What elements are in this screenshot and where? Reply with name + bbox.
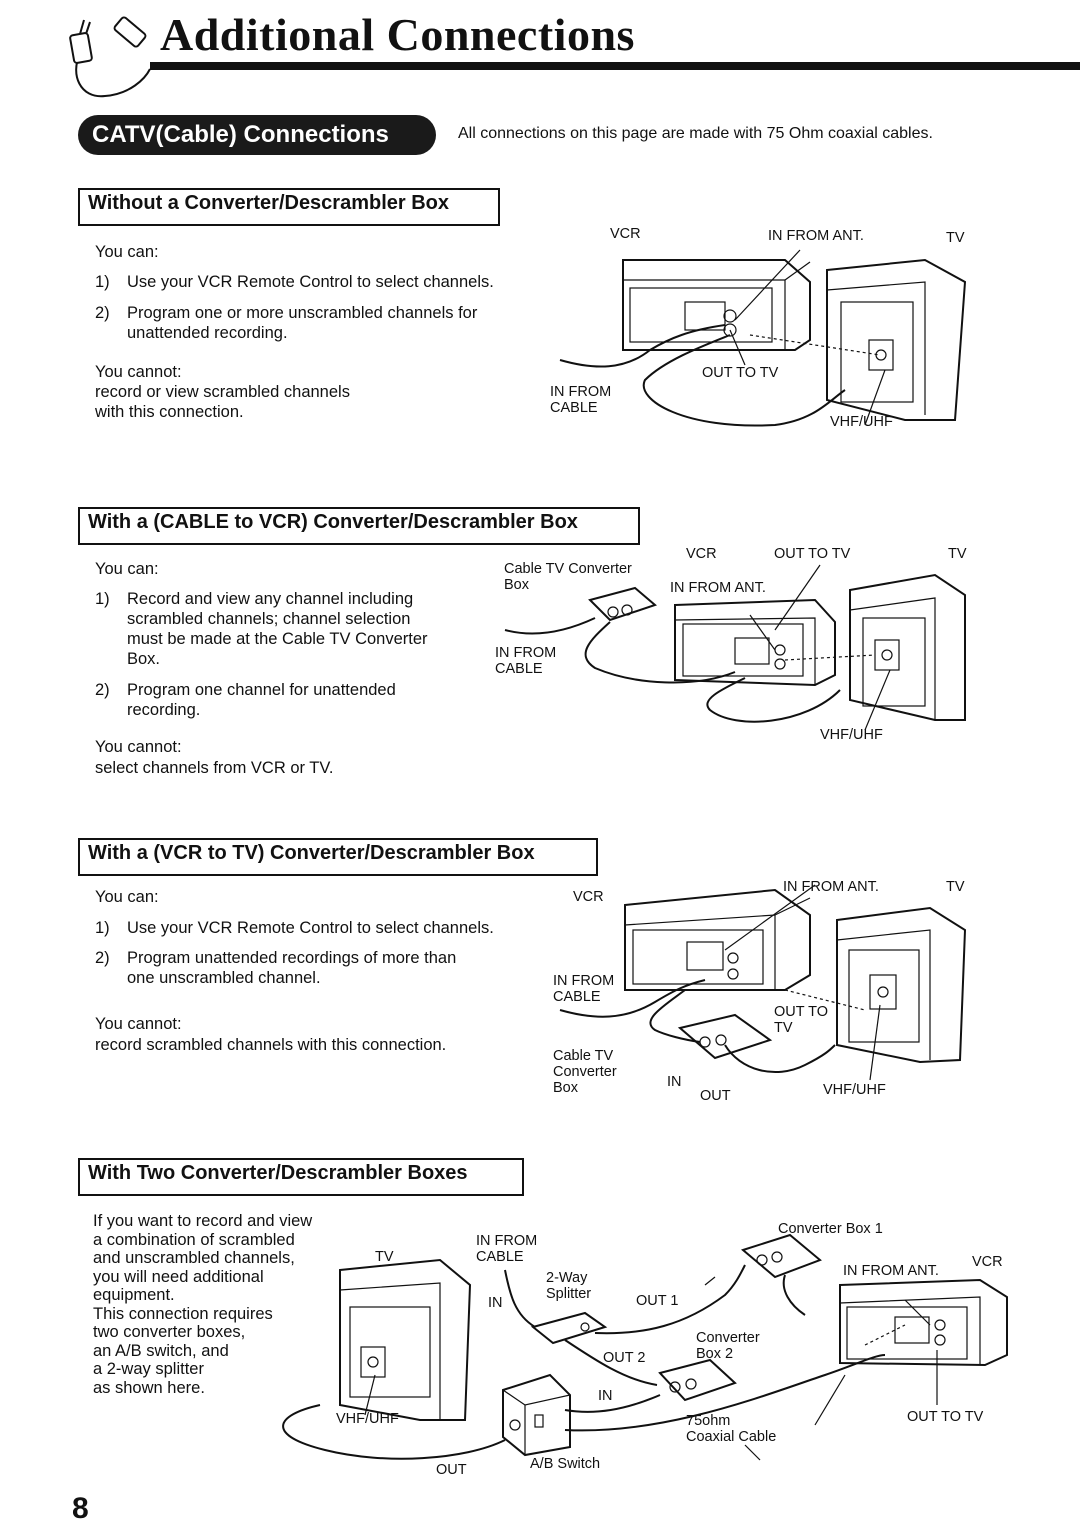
sec1-diagram <box>559 249 967 427</box>
sec2-label-vcr: VCR <box>686 546 717 562</box>
sec4-label-out-1: OUT 1 <box>636 1293 679 1309</box>
sec3-label-vcr: VCR <box>573 889 604 905</box>
sec3-label-out-to-tv: OUT TO TV <box>774 1004 828 1036</box>
sec2-label-cable-tv-converter-box: Cable TV Converter Box <box>504 561 632 593</box>
item-text: Program one channel for unattended recor… <box>127 681 396 719</box>
sec3-you-can: You can: <box>95 888 159 906</box>
sec1-item-2: 2) Program one or more unscrambled chann… <box>95 303 555 343</box>
sec2-item-1: 1) Record and view any channel including… <box>95 589 495 669</box>
sec2-you-can: You can: <box>95 560 159 578</box>
sec3-label-in-from-ant: IN FROM ANT. <box>783 879 879 895</box>
sec4-label-vcr: VCR <box>972 1254 1003 1270</box>
tv-device <box>836 906 967 1064</box>
sec2-label-vhf-uhf: VHF/UHF <box>820 727 883 743</box>
sec3-label-in: IN <box>667 1074 682 1090</box>
sec2-cannot-text: select channels from VCR or TV. <box>95 759 334 777</box>
sec3-label-out: OUT <box>700 1088 731 1104</box>
sec3-label-vhf-uhf: VHF/UHF <box>823 1082 886 1098</box>
item-text: Use your VCR Remote Control to select ch… <box>127 273 494 291</box>
item-text: Program unattended recordings of more th… <box>127 949 457 987</box>
intro-text: All connections on this page are made wi… <box>458 125 933 142</box>
sec4-label-in-from-ant: IN FROM ANT. <box>843 1263 939 1279</box>
item-number: 2) <box>95 304 110 322</box>
tv-device <box>826 258 967 421</box>
sec4-label-ab-switch: A/B Switch <box>530 1456 601 1472</box>
sec3-label-tv: TV <box>946 879 965 895</box>
sec4-label-out-3: OUT <box>436 1462 467 1478</box>
converter-box-2 <box>658 1358 737 1402</box>
sec3-cannot-text: record scrambled channels with this conn… <box>95 1036 447 1054</box>
sec2-item-2: 2) Program one channel for unattended re… <box>95 680 495 720</box>
sec2-label-tv: TV <box>948 546 967 562</box>
sec2-label-out-to-tv: OUT TO TV <box>774 546 851 562</box>
splitter <box>530 1311 608 1345</box>
sec4-label-vhf-uhf: VHF/UHF <box>336 1411 399 1427</box>
vcr-device <box>839 1278 1008 1367</box>
sec2-label-in-from-ant: IN FROM ANT. <box>670 580 766 596</box>
ab-switch <box>502 1373 571 1457</box>
sec4-label-out-2: OUT 2 <box>603 1350 646 1366</box>
sec4-diagram <box>282 1233 1008 1461</box>
sec4-label-in-2: IN <box>598 1388 613 1404</box>
tv-device <box>849 573 966 721</box>
sec4-label-coax: 75ohm Coaxial Cable <box>686 1413 777 1445</box>
vcr-device <box>624 888 811 991</box>
sec1-item-1: 1) Use your VCR Remote Control to select… <box>95 272 555 292</box>
sec1-heading: Without a Converter/Descrambler Box <box>78 188 500 226</box>
sec2-heading: With a (CABLE to VCR) Converter/Descramb… <box>78 507 640 545</box>
converter-box <box>588 586 657 622</box>
section-pill: CATV(Cable) Connections <box>78 115 436 155</box>
sec3-diagram <box>559 884 967 1081</box>
tv-device <box>339 1258 472 1421</box>
page-title: Additional Connections <box>160 9 635 60</box>
item-text: Record and view any channel including sc… <box>127 590 428 668</box>
sec2-label-in-from-cable: IN FROM CABLE <box>495 645 557 677</box>
sec1-label-tv: TV <box>946 230 965 246</box>
converter-box-1 <box>740 1233 822 1279</box>
sec4-text: If you want to record and view a combina… <box>93 1212 313 1397</box>
sec4-label-tv: TV <box>375 1249 394 1265</box>
item-text: Use your VCR Remote Control to select ch… <box>127 919 494 937</box>
converter-box <box>677 1013 773 1060</box>
title-rule <box>150 62 1080 70</box>
item-number: 2) <box>95 681 110 699</box>
sec1-label-in-from-cable: IN FROM CABLE <box>550 384 612 416</box>
sec4-label-out-to-tv: OUT TO TV <box>907 1409 984 1425</box>
sec4-heading: With Two Converter/Descrambler Boxes <box>78 1158 524 1196</box>
sec1-label-vcr: VCR <box>610 226 641 242</box>
sec1-you-can: You can: <box>95 243 159 261</box>
page-number: 8 <box>72 1492 89 1525</box>
sec2-you-cannot: You cannot: <box>95 738 182 756</box>
cable-plug-icon <box>69 16 151 98</box>
sec1-cannot-text: record or view scrambled channels with t… <box>95 383 350 421</box>
sec3-label-in-from-cable: IN FROM CABLE <box>553 973 615 1005</box>
sec1-you-cannot: You cannot: <box>95 363 182 381</box>
item-number: 1) <box>95 590 110 608</box>
sec1-label-vhf-uhf: VHF/UHF <box>830 414 893 430</box>
vcr-device <box>622 259 811 351</box>
sec1-label-in-from-ant: IN FROM ANT. <box>768 228 864 244</box>
sec4-label-in-1: IN <box>488 1295 503 1311</box>
sec2-diagram <box>504 564 966 731</box>
sec4-label-converter-box-1: Converter Box 1 <box>778 1221 883 1237</box>
sec4-label-in-from-cable: IN FROM CABLE <box>476 1233 538 1265</box>
sec4-label-two-way-splitter: 2-Way Splitter <box>546 1270 592 1302</box>
sec3-you-cannot: You cannot: <box>95 1015 182 1033</box>
sec4-label-converter-box-2: Converter Box 2 <box>696 1330 760 1362</box>
sec3-heading: With a (VCR to TV) Converter/Descrambler… <box>78 838 598 876</box>
sec3-label-cable-tv-converter-box: Cable TV Converter Box <box>553 1048 617 1096</box>
sec3-item-2: 2) Program unattended recordings of more… <box>95 948 555 988</box>
item-number: 1) <box>95 919 110 937</box>
sec3-item-1: 1) Use your VCR Remote Control to select… <box>95 918 555 938</box>
item-number: 2) <box>95 949 110 967</box>
item-text: Program one or more unscrambled channels… <box>127 304 478 342</box>
sec1-label-out-to-tv: OUT TO TV <box>702 365 779 381</box>
vcr-device <box>674 598 836 687</box>
item-number: 1) <box>95 273 110 291</box>
